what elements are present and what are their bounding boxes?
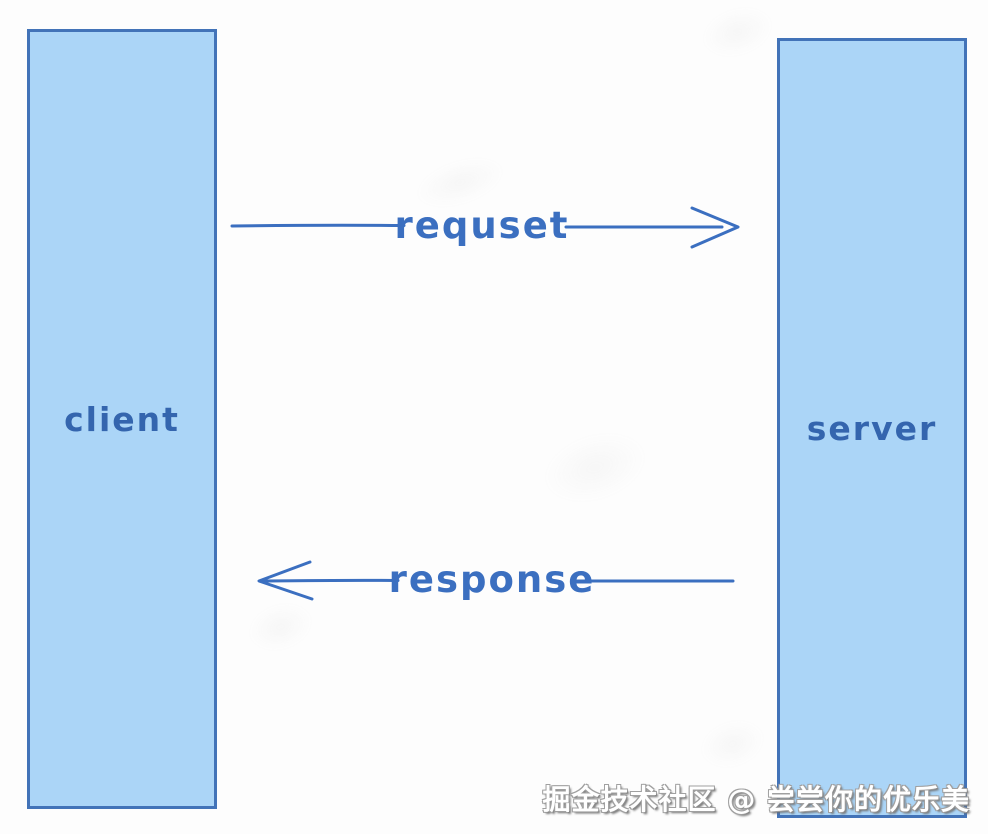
watermark-text: 掘金技术社区 @ 尝尝你的优乐美 [542, 783, 970, 816]
response-arrow-line-left [262, 578, 400, 583]
response-arrowhead-icon [257, 560, 314, 601]
request-arrow-label: requset [394, 203, 570, 247]
faint-smudge [683, 703, 782, 785]
client-node: client [27, 29, 217, 809]
faint-smudge [683, 0, 792, 76]
server-node: server [777, 38, 967, 818]
server-node-label: server [806, 408, 938, 448]
faint-smudge [231, 586, 330, 668]
request-arrowhead-icon [690, 206, 740, 249]
client-node-label: client [64, 399, 180, 439]
response-arrow-label: response [388, 557, 596, 601]
request-arrow-line-left [230, 223, 406, 228]
faint-smudge [515, 405, 675, 530]
